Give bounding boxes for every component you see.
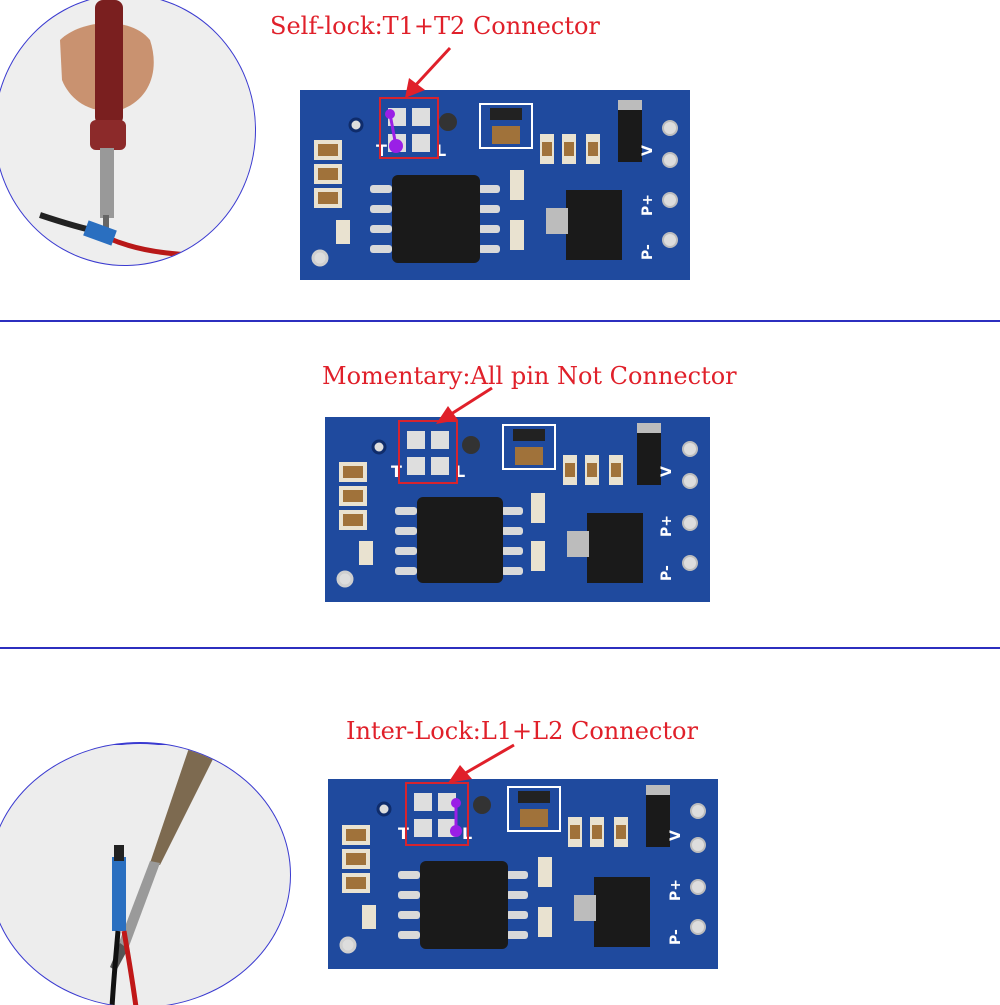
svg-text:T: T: [398, 824, 409, 843]
svg-text:L: L: [455, 462, 465, 481]
caption-momentary: Momentary:All pin Not Connector: [322, 362, 737, 390]
caption-self-lock: Self-lock:T1+T2 Connector: [270, 12, 600, 40]
caption-inter-lock: Inter-Lock:L1+L2 Connector: [346, 717, 698, 745]
soldering-photo: [0, 742, 291, 1005]
arrow-icon: [436, 386, 493, 424]
svg-text:T: T: [391, 462, 402, 481]
pin-label-p-minus: P-: [640, 244, 656, 260]
pin-label-p-plus: P+: [659, 515, 675, 537]
panel-momentary: Momentary:All pin Not Connector T L: [0, 322, 1000, 647]
jumper-wire: [385, 109, 403, 153]
divider-2: [0, 647, 1000, 649]
pin-label-p-plus: P+: [640, 194, 656, 216]
panel-self-lock: Self-lock:T1+T2 Connector: [0, 0, 1000, 320]
highlight-box: [405, 782, 469, 846]
pin-label-p-minus: P-: [668, 929, 684, 945]
highlight-box: [379, 97, 439, 159]
pcb-board: T L: [300, 90, 690, 280]
divider-1: [0, 320, 1000, 322]
jumper-wire: [450, 798, 462, 837]
ic-chip: [370, 175, 500, 263]
pin-label-p-plus: P+: [668, 879, 684, 901]
arrow-icon: [405, 46, 452, 98]
arrow-icon: [448, 743, 515, 783]
soldering-photo: [0, 0, 256, 266]
pin-label-v: V: [659, 466, 675, 477]
pcb-board: T L V P+ P-: [328, 779, 718, 969]
pin-label-v: V: [640, 145, 656, 156]
ic-chip: [395, 497, 523, 583]
svg-text:T: T: [376, 141, 387, 160]
pin-label-p-minus: P-: [659, 565, 675, 581]
pcb-board: T L V P+ P-: [325, 417, 710, 602]
ic-chip: [398, 861, 528, 949]
highlight-box: [398, 420, 458, 484]
panel-inter-lock: Inter-Lock:L1+L2 Connector: [0, 649, 1000, 1005]
pin-label-v: V: [668, 830, 684, 841]
svg-text:L: L: [436, 141, 446, 160]
